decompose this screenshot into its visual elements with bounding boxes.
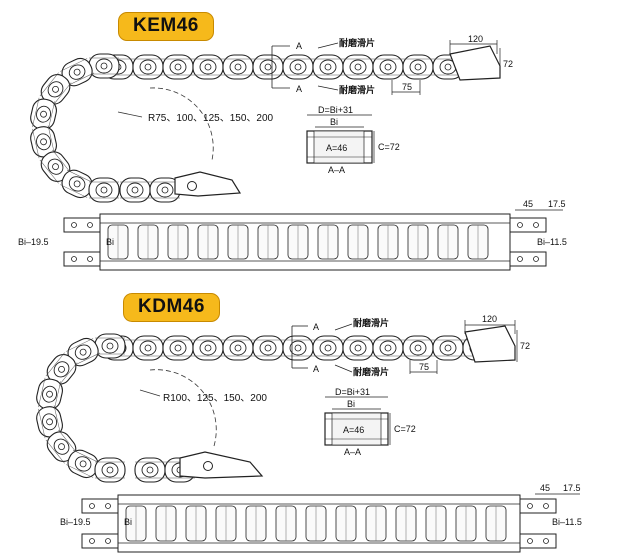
chain-link — [312, 335, 344, 361]
end-mounting-bracket — [174, 171, 242, 197]
chain-side-view — [30, 53, 464, 203]
wear-pad-label-bottom: 耐磨滑片 — [353, 366, 389, 377]
chain-link — [282, 54, 314, 80]
section-mark-top: A — [313, 322, 319, 332]
chain-link — [372, 335, 404, 361]
chain-link — [192, 54, 224, 80]
dim-bracket-length: 120 — [468, 34, 483, 44]
chain-link — [88, 177, 120, 203]
bend-radius-label: R100、125、150、200 — [163, 393, 267, 404]
chain-link — [192, 335, 224, 361]
end-mounting-bracket-right — [449, 45, 501, 81]
chain-top-view — [63, 213, 547, 271]
chain-link — [30, 125, 57, 159]
chain-link — [60, 169, 95, 199]
dim-left-width: Bi–19.5 — [60, 517, 91, 527]
dim-bi-left: Bi — [124, 517, 132, 527]
dim-45: 45 — [540, 483, 550, 493]
chain-link — [45, 429, 78, 464]
kdm46-diagram: R100、125、150、200 A A 耐磨滑片 耐磨滑片 120 72 75… — [36, 314, 582, 553]
dim-left-width: Bi–19.5 — [18, 237, 49, 247]
mounting-tab — [509, 251, 547, 267]
chain-link — [282, 335, 314, 361]
chain-link — [162, 335, 194, 361]
chain-link — [134, 457, 166, 483]
dim-inner-width: Bi — [347, 399, 355, 409]
chain-link — [342, 335, 374, 361]
chain-link — [252, 54, 284, 80]
chain-link — [132, 54, 164, 80]
section-title: A–A — [344, 447, 361, 457]
dim-45: 45 — [523, 199, 533, 209]
chain-link — [432, 335, 464, 361]
end-mounting-bracket-right — [464, 325, 516, 363]
chain-top-view — [81, 494, 557, 553]
chain-link — [94, 333, 126, 359]
dim-bracket-length: 120 — [482, 314, 497, 324]
radius-leader — [117, 111, 143, 118]
mounting-tab — [63, 217, 101, 233]
mounting-tab — [81, 533, 119, 549]
mounting-tab — [519, 498, 557, 514]
model-badge-kem46: KEM46 — [118, 12, 214, 41]
dim-outer-height: C=72 — [378, 142, 400, 152]
dim-right-width: Bi–11.5 — [537, 237, 567, 247]
chain-link — [88, 53, 120, 79]
chain-link — [60, 57, 95, 87]
dim-bracket-height: 72 — [520, 341, 530, 351]
chain-link — [45, 352, 78, 387]
bend-radius-arc — [149, 369, 217, 447]
dim-pitch: 75 — [419, 362, 429, 372]
chain-link — [39, 149, 72, 184]
dim-right-width: Bi–11.5 — [552, 517, 582, 527]
chain-link — [342, 54, 374, 80]
chain-link — [312, 54, 344, 80]
bend-radius-label: R75、100、125、150、200 — [148, 113, 274, 124]
dim-bi-left: Bi — [106, 237, 114, 247]
section-title: A–A — [328, 165, 345, 175]
dim-bracket-height: 72 — [503, 59, 513, 69]
chain-link — [222, 335, 254, 361]
mounting-tab — [509, 217, 547, 233]
chain-link — [94, 457, 126, 483]
section-mark-top: A — [296, 41, 302, 51]
chain-link — [402, 54, 434, 80]
dim-17-5: 17.5 — [563, 483, 581, 493]
mounting-tab — [519, 533, 557, 549]
chain-link — [252, 335, 284, 361]
mounting-tab — [63, 251, 101, 267]
chain-link — [162, 54, 194, 80]
mounting-tab — [81, 498, 119, 514]
model-badge-kdm46: KDM46 — [123, 293, 220, 322]
chain-link — [119, 177, 151, 203]
wear-pad-label-top: 耐磨滑片 — [353, 317, 389, 328]
section-mark-bottom: A — [313, 364, 319, 374]
dim-inner-width: Bi — [330, 117, 338, 127]
dim-inner-height: A=46 — [343, 425, 364, 435]
end-mounting-bracket — [179, 451, 264, 479]
wear-pad-label-bottom: 耐磨滑片 — [339, 84, 375, 95]
dim-outer-width: D=Bi+31 — [318, 105, 353, 115]
chain-link — [30, 97, 57, 131]
wear-pad-label-top: 耐磨滑片 — [339, 37, 375, 48]
dim-17-5: 17.5 — [548, 199, 566, 209]
chain-link — [66, 449, 101, 479]
dim-pitch: 75 — [402, 82, 412, 92]
chain-link — [149, 177, 181, 203]
chain-side-view — [36, 333, 494, 483]
kem46-diagram: R75、100、125、150、200 A A 耐磨滑片 耐磨滑片 120 72… — [18, 34, 567, 271]
chain-link — [39, 72, 72, 107]
chain-link — [222, 54, 254, 80]
chain-link — [36, 377, 63, 411]
section-mark-bottom: A — [296, 84, 302, 94]
dim-outer-width: D=Bi+31 — [335, 387, 370, 397]
dim-inner-height: A=46 — [326, 143, 347, 153]
chain-link — [372, 54, 404, 80]
chain-link — [132, 335, 164, 361]
dim-outer-height: C=72 — [394, 424, 416, 434]
chain-link — [402, 335, 434, 361]
bracket-hole — [187, 181, 197, 191]
